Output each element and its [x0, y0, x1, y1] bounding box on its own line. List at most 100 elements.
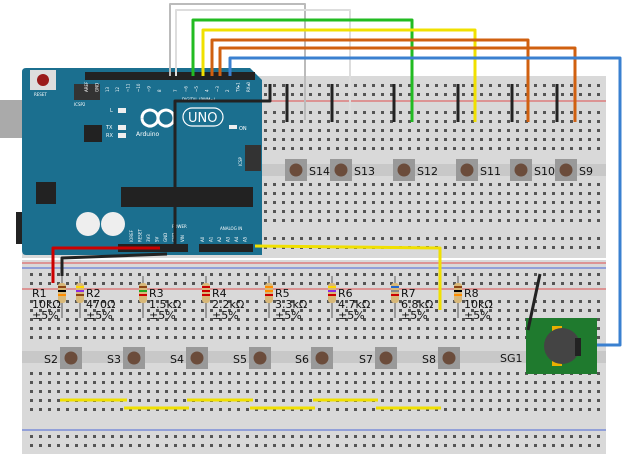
digital-pin-label: AREF — [84, 81, 89, 92]
pushbutton-cap — [334, 163, 348, 177]
resistor-value: 6.8kΩ — [401, 298, 433, 311]
pushbutton-label: S8 — [422, 353, 436, 366]
model-label: UNO — [188, 111, 217, 126]
terminal-holes — [27, 294, 603, 340]
pushbutton-label: S13 — [354, 165, 375, 178]
jumper-wire — [228, 56, 622, 347]
power-pin-label: RESET — [138, 229, 143, 242]
resistor-tolerance: ±5% — [86, 309, 113, 322]
pushbutton-s13[interactable]: S13 — [330, 159, 375, 181]
resistor-name: R3 — [149, 287, 164, 300]
brand-label: Arduino — [136, 131, 160, 138]
resistor-tolerance: ±5% — [338, 309, 365, 322]
pushbutton-s12[interactable]: S12 — [393, 159, 438, 181]
resistor-value: 10kΩ — [32, 298, 61, 311]
power-pin-label: GND — [163, 233, 168, 242]
resistor-name: R5 — [275, 287, 290, 300]
resistor-value: 3.3kΩ — [275, 298, 307, 311]
pushbutton-s4[interactable]: S4 — [170, 347, 208, 369]
resistor-band — [58, 290, 66, 292]
digital-pin-label: TX▸1 — [236, 82, 241, 93]
icsp2-header — [74, 84, 100, 100]
terminal-holes — [27, 368, 603, 414]
jumper-wire — [169, 3, 306, 120]
led-l — [118, 108, 126, 113]
led-rx-label: RX — [106, 133, 113, 139]
pushbutton-s3[interactable]: S3 — [107, 347, 145, 369]
pushbutton-cap — [127, 351, 141, 365]
led-tx — [118, 125, 126, 130]
resistor-r3: R31.5kΩ±5% — [139, 276, 181, 322]
pushbutton-s14[interactable]: S14 — [285, 159, 330, 181]
resistor-band — [454, 286, 462, 288]
analog-pin-label: A2 — [217, 236, 222, 242]
resistor-band — [265, 294, 273, 296]
arduino-board — [22, 68, 262, 255]
icsp-label: ICSP — [238, 156, 243, 166]
resistor-band — [328, 294, 336, 296]
analog-pin-label: A3 — [226, 236, 231, 242]
pushbutton-s5[interactable]: S5 — [233, 347, 271, 369]
pushbutton-label: S11 — [480, 165, 501, 178]
digital-pin-label: GND — [94, 83, 99, 92]
power-rail-holes — [27, 268, 603, 288]
resistor-band — [454, 290, 462, 292]
resistor-band — [76, 290, 84, 292]
pushbutton-s6[interactable]: S6 — [295, 347, 333, 369]
jumper-wire — [60, 252, 168, 276]
digital-pin-label: ~9 — [146, 86, 151, 92]
resistor-name: R7 — [401, 287, 416, 300]
resistor-r7: R76.8kΩ±5% — [391, 276, 433, 322]
jumper-wire — [175, 9, 351, 120]
analog-header — [199, 244, 253, 252]
led-l-label: L — [110, 108, 113, 114]
resistor-band — [58, 294, 66, 296]
reset-label: RESET — [34, 92, 47, 97]
pushbutton-s2[interactable]: S2 — [44, 347, 82, 369]
pushbutton-cap — [559, 163, 573, 177]
pushbutton-s9[interactable]: S9 — [555, 159, 593, 181]
pushbutton-cap — [442, 351, 456, 365]
pushbutton-cap — [315, 351, 329, 365]
pushbutton-label: S10 — [534, 165, 555, 178]
digital-pin-label: ~10 — [136, 83, 141, 92]
resistor-value: 470Ω — [86, 298, 115, 311]
digital-pin-label: 8 — [157, 89, 162, 92]
reset-button-cap — [37, 74, 49, 86]
resistor-tolerance: ±5% — [464, 309, 491, 322]
resistor-tolerance: ±5% — [32, 309, 59, 322]
power-pin-label: IOREF — [129, 229, 134, 242]
voltage-regulator — [36, 182, 56, 204]
digital-pin-label: ~11 — [126, 83, 131, 92]
pushbutton-label: S3 — [107, 353, 121, 366]
pushbutton-label: S14 — [309, 165, 330, 178]
resistor-r6: R64.7kΩ±5% — [328, 276, 370, 322]
resistor-name: R4 — [212, 287, 227, 300]
pushbutton-s8[interactable]: S8 — [422, 347, 460, 369]
pushbutton-label: S12 — [417, 165, 438, 178]
capacitor — [76, 212, 100, 236]
jumper-wire — [210, 38, 530, 122]
buzzer-body — [544, 328, 580, 364]
buzzer-tab — [575, 338, 581, 356]
icsp-header — [245, 145, 261, 171]
resistor-band — [265, 290, 273, 292]
resistor-value: 2.2kΩ — [212, 298, 244, 311]
power-pin-label: VIN — [180, 235, 185, 242]
led-rx — [118, 133, 126, 138]
resistor-band — [58, 286, 66, 288]
pushbutton-s7[interactable]: S7 — [359, 347, 397, 369]
digital-pin-label: 2 — [225, 89, 230, 92]
digital-pin-label: ~5 — [194, 86, 199, 92]
jumper-wire — [526, 273, 542, 331]
analog-pin-label: A4 — [234, 236, 239, 242]
jumper-wire — [173, 84, 272, 246]
pushbutton-s11[interactable]: S11 — [456, 159, 501, 181]
resistor-band — [139, 290, 147, 292]
piezo-buzzer: SG1 — [500, 318, 597, 374]
pushbutton-s10[interactable]: S10 — [510, 159, 555, 181]
resistor-band — [391, 286, 399, 288]
